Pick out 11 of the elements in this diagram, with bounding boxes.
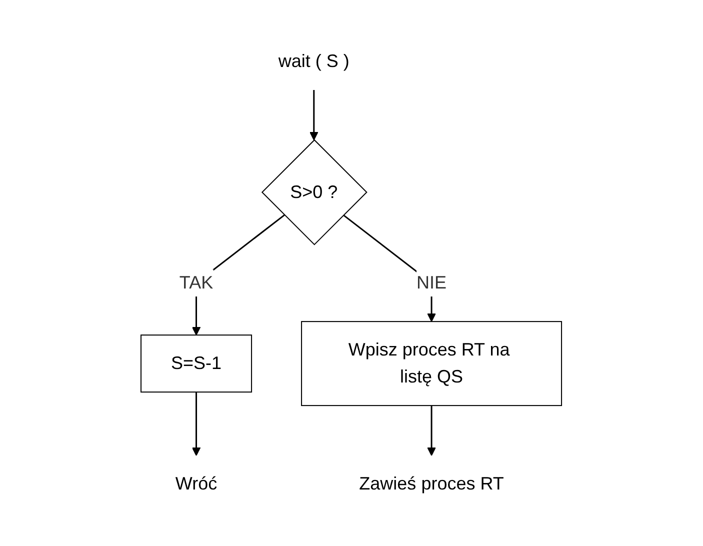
node-box: S=S-1 [140, 334, 252, 393]
edge-label: TAK [180, 272, 214, 293]
arrow [427, 406, 436, 456]
arrow [310, 90, 319, 141]
node-text: Zawieś proces RT [359, 474, 504, 494]
edge-label: NIE [416, 272, 447, 293]
node-text: wait ( S ) [278, 51, 350, 72]
arrow [192, 392, 201, 456]
node-diamond: S>0 ? [262, 140, 368, 246]
node-box: Wpisz proces RT na listę QS [301, 321, 562, 406]
node-text: Wróć [176, 474, 218, 494]
